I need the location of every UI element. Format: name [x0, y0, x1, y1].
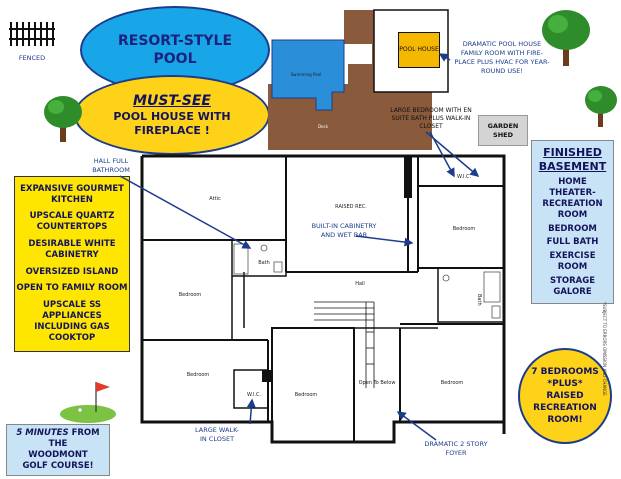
- deck-label: Deck: [317, 124, 329, 129]
- outer-wall: [142, 154, 506, 434]
- basement-feature: HOME THEATER-RECREATION ROOM: [542, 176, 603, 220]
- dramatic-pool-house-note: DRAMATIC POOL HOUSE FAMILY ROOM WITH FIR…: [454, 40, 550, 75]
- wall-chase: [262, 370, 272, 382]
- pool-house-callout-line2: FIREPLACE !: [134, 123, 210, 137]
- kitchen-feature: DESIRABLE WHITE CABINETRY: [28, 239, 116, 261]
- garden-shed: GARDEN SHED: [478, 115, 528, 146]
- room-wic-top: W.I.C.: [456, 174, 472, 180]
- arrow: [246, 398, 256, 425]
- bathtub: [483, 271, 501, 303]
- deck-area: [268, 44, 432, 150]
- kitchen-feature: EXPANSIVE GOURMET KITCHEN: [20, 183, 124, 205]
- tree-icon: [44, 96, 82, 142]
- must-see-label: MUST-SEE: [133, 92, 211, 109]
- basement-feature: STORAGE GALORE: [549, 275, 596, 297]
- toilet: [273, 261, 283, 273]
- arrow: [355, 235, 414, 247]
- golf-line3: WOODMONT: [28, 450, 88, 460]
- kitchen-feature: UPSCALE SS APPLIANCES INCLUDING GAS COOK…: [34, 300, 110, 344]
- kitchen-feature: OVERSIZED ISLAND: [25, 266, 119, 277]
- bedrooms-line3: RAISED: [546, 391, 584, 401]
- bedrooms-line1: 7 BEDROOMS: [531, 367, 599, 377]
- bedrooms-callout: 7 BEDROOMS *PLUS* RAISED RECREATION ROOM…: [518, 348, 612, 444]
- bathtub: [233, 243, 249, 275]
- room-bath-left: Bath: [258, 260, 270, 266]
- room-bedroom-right: Bedroom: [452, 226, 476, 232]
- basement-features-box: FINISHED BASEMENT HOME THEATER-RECREATIO…: [531, 140, 614, 304]
- arrow: [438, 53, 451, 62]
- arrow: [425, 131, 480, 177]
- golf-course-box: 5 MINUTES FROM THE WOODMONT GOLF COURSE!: [6, 424, 110, 476]
- fence-icon: [9, 22, 55, 46]
- golf-minutes: 5 MINUTES: [16, 428, 69, 438]
- golf-line2: THE: [48, 439, 68, 449]
- large-bedroom-note: LARGE BEDROOM WITH EN SUITE BATH PLUS WA…: [390, 107, 472, 130]
- arrow: [396, 411, 437, 441]
- pool-house-deck: [344, 10, 374, 44]
- resort-pool-line1: RESORT-STYLE: [117, 33, 233, 49]
- garden-shed-line1: GARDEN: [487, 121, 519, 130]
- bedrooms-line5: ROOM!: [547, 415, 583, 425]
- dramatic-foyer-note: DRAMATIC 2 STORY FOYER: [424, 440, 488, 457]
- kitchen-feature: OPEN TO FAMILY ROOM: [16, 283, 128, 294]
- room-bath-right: Bath: [476, 294, 482, 306]
- pool-house-label: POOL HOUSE: [399, 46, 439, 53]
- bath-right-walls: [437, 267, 505, 323]
- basement-feature: EXERCISE ROOM: [549, 250, 596, 272]
- resort-pool-line2: POOL: [153, 51, 197, 67]
- large-walk-in-note: LARGE WALK-IN CLOSET: [194, 426, 239, 443]
- wall-chase: [404, 156, 412, 198]
- kitchen-feature: UPSCALE QUARTZ COUNTERTOPS: [29, 211, 115, 233]
- room-raised-rec: RAISED REC.: [335, 204, 367, 210]
- toilet: [491, 305, 501, 319]
- sink: [442, 274, 450, 282]
- basement-feature: BEDROOM: [548, 223, 597, 234]
- swimming-pool-label: Swimming Pool: [290, 72, 322, 77]
- swimming-pool: [271, 39, 345, 111]
- room-attic: Attic: [209, 196, 221, 202]
- room-bedroom-lower-left: Bedroom: [186, 372, 210, 378]
- golf-line4: GOLF COURSE!: [22, 461, 94, 471]
- room-hall: Hall: [355, 281, 365, 287]
- built-in-cabinetry-note: BUILT-IN CABINETRY AND WET BAR: [311, 222, 377, 239]
- room-open-to-below: Open To Below: [358, 380, 396, 386]
- floor-plan: [140, 154, 506, 444]
- disclaimer-text: *SUBJECT TO ERRORS OMISSION AND CHANGE: [602, 302, 607, 396]
- room-wic-bottom: W.I.C.: [246, 392, 262, 398]
- tree-icon: [585, 86, 617, 127]
- kitchen-features-box: EXPANSIVE GOURMET KITCHEN UPSCALE QUARTZ…: [14, 176, 130, 352]
- garden-shed-line2: SHED: [493, 130, 513, 139]
- bedrooms-line4: RECREATION: [533, 403, 597, 413]
- golf-from: FROM: [71, 428, 100, 438]
- room-bedroom-lower-right: Bedroom: [440, 380, 464, 386]
- hall-full-bath-note: HALL FULL BATHROOM: [92, 157, 130, 174]
- sink: [260, 244, 268, 252]
- basement-heading: FINISHED BASEMENT: [538, 146, 607, 174]
- arrow: [119, 175, 252, 249]
- basement-feature: FULL BATH: [546, 237, 599, 248]
- tree-icon: [542, 10, 590, 66]
- pool-house-room: POOL HOUSE: [398, 32, 440, 68]
- fenced-label: FENCED: [18, 54, 46, 62]
- golf-green-icon: [60, 382, 116, 423]
- pool-house-callout-line1: POOL HOUSE WITH: [113, 109, 231, 123]
- room-bedroom-lower-center: Bedroom: [294, 392, 318, 398]
- bedrooms-line2: *PLUS*: [547, 379, 583, 389]
- room-bedroom-upper-left: Bedroom: [178, 292, 202, 298]
